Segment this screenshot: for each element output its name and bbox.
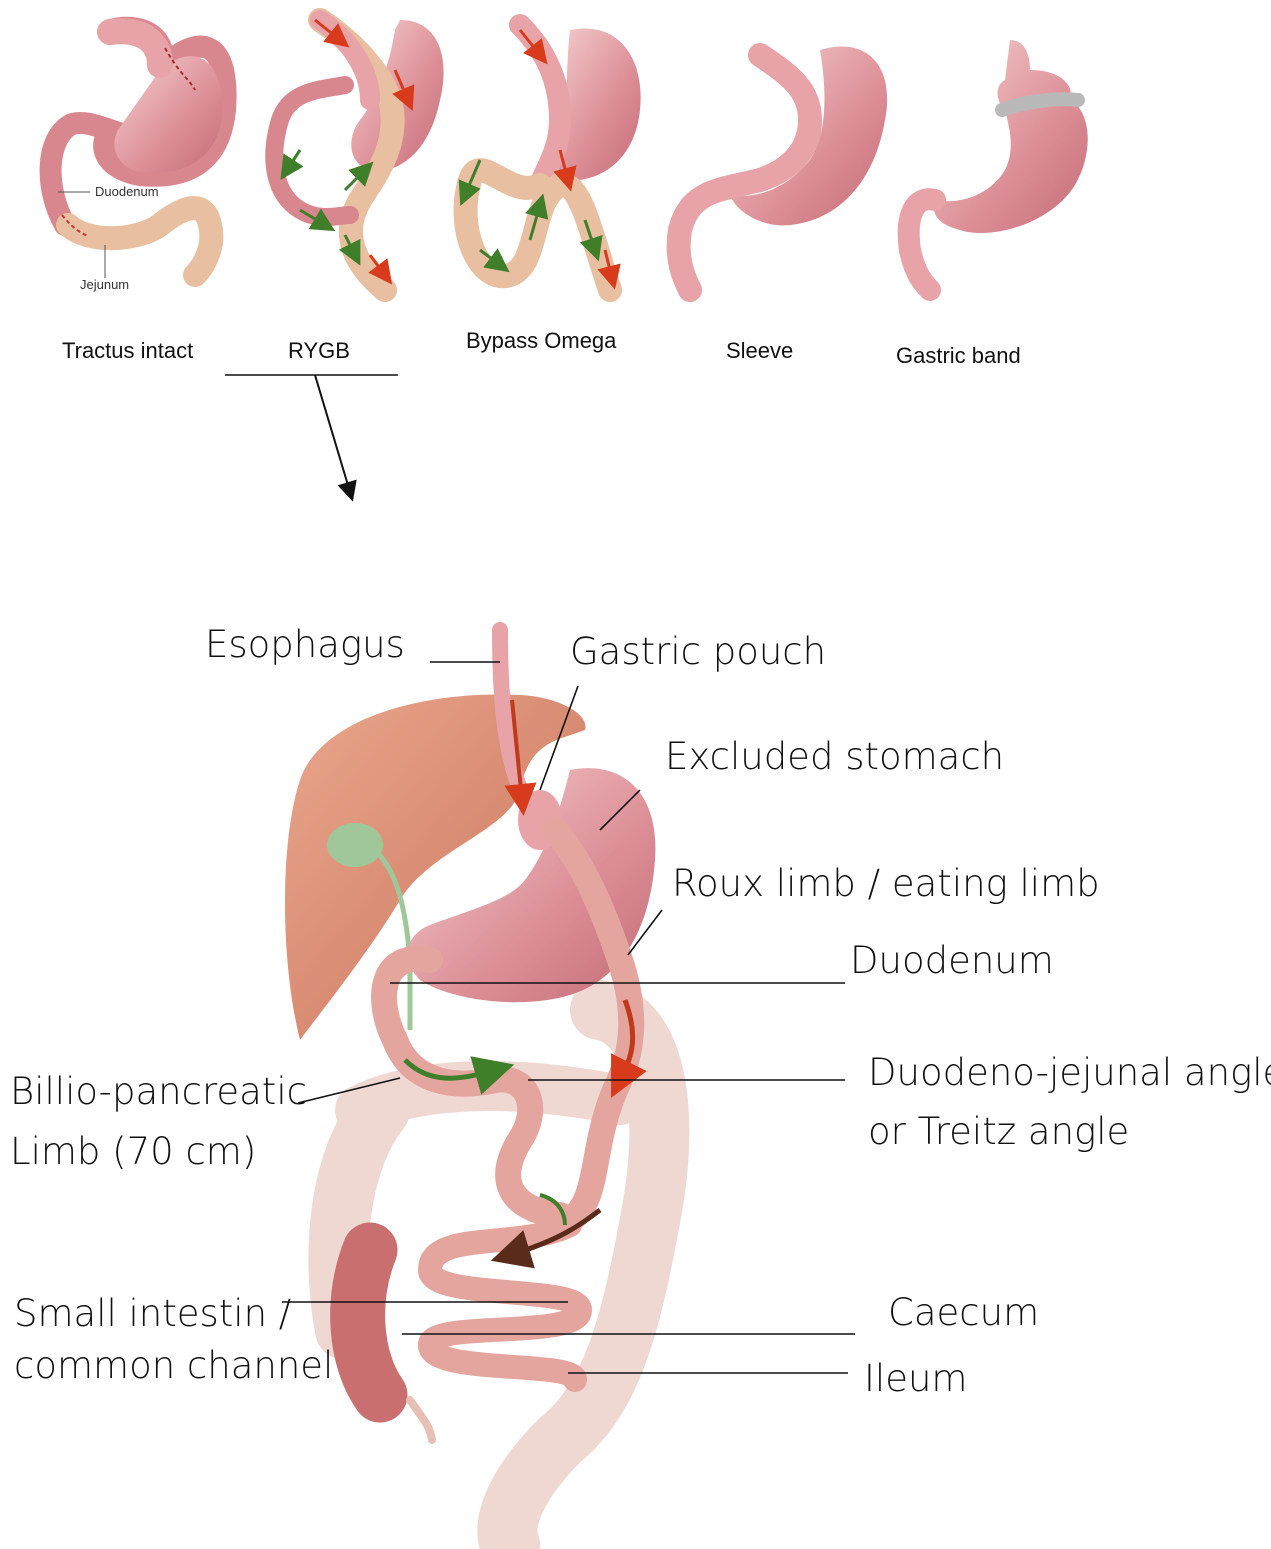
- rygb-anatomy-illustration: [285, 630, 659, 1545]
- label-duodenum: Duodenum: [850, 933, 1054, 989]
- label-roux-limb: Roux limb / eating limb: [672, 856, 1100, 912]
- intact-tract-illustration: [51, 28, 226, 278]
- label-dj-angle-line2: or Treitz angle: [868, 1104, 1129, 1160]
- label-ileum: Ileum: [864, 1351, 967, 1407]
- omega-small-illustration: [465, 25, 641, 290]
- label-gastric-pouch: Gastric pouch: [570, 624, 826, 680]
- label-caecum: Caecum: [888, 1285, 1039, 1341]
- intact-duodenum-label: Duodenum: [95, 184, 159, 199]
- caption-sleeve: Sleeve: [726, 338, 793, 364]
- band-small-illustration: [909, 40, 1088, 290]
- label-excluded-stomach: Excluded stomach: [665, 729, 1004, 785]
- label-esophagus: Esophagus: [205, 617, 405, 673]
- label-bp-limb-line1: Billio-pancreatic: [10, 1064, 307, 1120]
- rygb-detail-arrow: [315, 375, 350, 492]
- label-small-intestine-line1: Small intestin /: [14, 1286, 291, 1342]
- sleeve-small-illustration: [679, 46, 888, 290]
- intact-jejunum-label: Jejunum: [80, 277, 129, 292]
- caption-tractus-intact: Tractus intact: [62, 338, 193, 364]
- caption-bypass-omega: Bypass Omega: [466, 328, 616, 354]
- label-dj-angle-line1: Duodeno-jejunal angle: [868, 1045, 1271, 1101]
- caption-rygb: RYGB: [288, 338, 350, 364]
- label-bp-limb-line2: Limb (70 cm): [10, 1124, 256, 1180]
- label-small-intestine-line2: common channel: [14, 1338, 333, 1394]
- caption-gastric-band: Gastric band: [896, 343, 1021, 369]
- rygb-small-illustration: [274, 20, 443, 290]
